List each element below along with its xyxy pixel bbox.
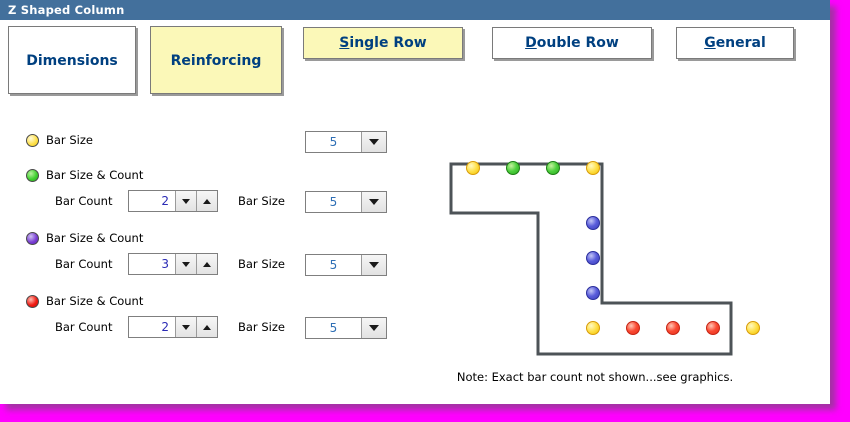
bar-dot-green <box>546 161 560 175</box>
group-label-green: Bar Size & Count <box>46 168 144 182</box>
bullet-green <box>26 169 39 182</box>
bar-dot-yellow <box>586 321 600 335</box>
spinner-up-icon[interactable] <box>196 317 217 337</box>
spinner-down-icon[interactable] <box>175 191 196 211</box>
combo-bar-size-yellow[interactable]: 5 <box>305 131 387 153</box>
spinner-bar-count-purple-value: 3 <box>161 257 169 271</box>
group-label-red: Bar Size & Count <box>46 294 144 308</box>
label-bar-count-red: Bar Count <box>55 320 113 334</box>
tab-reinforcing-label: Reinforcing <box>170 53 262 69</box>
chevron-down-icon[interactable] <box>361 192 386 212</box>
spinner-up-icon[interactable] <box>196 191 217 211</box>
spinner-bar-count-red[interactable]: 2 <box>128 316 218 338</box>
accel-char: S <box>339 35 350 51</box>
title-bar: Z Shaped Column <box>0 0 830 20</box>
label-bar-size-red: Bar Size <box>238 320 285 334</box>
bar-dot-red <box>706 321 720 335</box>
button-double-row[interactable]: Double Row <box>492 27 652 59</box>
spinner-down-icon[interactable] <box>175 254 196 274</box>
spinner-bar-count-purple[interactable]: 3 <box>128 253 218 275</box>
combo-bar-size-yellow-value: 5 <box>329 135 338 149</box>
chevron-down-icon[interactable] <box>361 132 386 152</box>
button-general[interactable]: General <box>676 27 794 59</box>
combo-bar-size-red[interactable]: 5 <box>305 317 387 339</box>
spinner-bar-count-green[interactable]: 2 <box>128 190 218 212</box>
group-label-purple: Bar Size & Count <box>46 231 144 245</box>
z-shape-outline-icon <box>449 162 733 356</box>
spinner-bar-count-red-value: 2 <box>161 320 169 334</box>
bar-dot-blue <box>586 286 600 300</box>
label-bar-count-purple: Bar Count <box>55 257 113 271</box>
label-bar-size-green: Bar Size <box>238 194 285 208</box>
button-general-label: General <box>704 35 766 51</box>
combo-bar-size-green[interactable]: 5 <box>305 191 387 213</box>
bullet-purple <box>26 232 39 245</box>
combo-bar-size-purple[interactable]: 5 <box>305 254 387 276</box>
label-bar-size-purple: Bar Size <box>238 257 285 271</box>
bar-dot-green <box>506 161 520 175</box>
bar-dot-blue <box>586 216 600 230</box>
bullet-yellow <box>26 134 39 147</box>
button-single-row-label: Single Row <box>339 35 427 51</box>
tab-dimensions-label: Dimensions <box>26 53 118 69</box>
combo-bar-size-purple-value: 5 <box>329 258 338 272</box>
label-bar-count-green: Bar Count <box>55 194 113 208</box>
bar-dot-yellow <box>586 161 600 175</box>
chevron-down-icon[interactable] <box>361 255 386 275</box>
column-section-graphic <box>440 135 760 375</box>
bar-dot-red <box>626 321 640 335</box>
button-single-row[interactable]: Single Row <box>303 27 463 59</box>
chevron-down-icon[interactable] <box>361 318 386 338</box>
dialog-window: Z Shaped Column Dimensions Reinforcing S… <box>0 0 830 404</box>
spinner-up-icon[interactable] <box>196 254 217 274</box>
bar-dot-yellow <box>466 161 480 175</box>
accel-char: D <box>525 35 537 51</box>
combo-bar-size-red-value: 5 <box>329 321 338 335</box>
bar-dot-yellow <box>746 321 760 335</box>
bullet-red <box>26 295 39 308</box>
button-double-row-label: Double Row <box>525 35 619 51</box>
combo-bar-size-green-value: 5 <box>329 195 338 209</box>
window-title: Z Shaped Column <box>8 3 125 17</box>
bar-dot-blue <box>586 251 600 265</box>
dialog-client-area: Dimensions Reinforcing Single Row Double… <box>0 20 830 404</box>
spinner-down-icon[interactable] <box>175 317 196 337</box>
spinner-bar-count-green-value: 2 <box>161 194 169 208</box>
graphic-note: Note: Exact bar count not shown...see gr… <box>456 370 734 384</box>
bar-dot-red <box>666 321 680 335</box>
tab-reinforcing[interactable]: Reinforcing <box>150 26 282 94</box>
tab-dimensions[interactable]: Dimensions <box>8 26 136 94</box>
group-label-yellow: Bar Size <box>46 133 93 147</box>
accel-char: G <box>704 35 716 51</box>
